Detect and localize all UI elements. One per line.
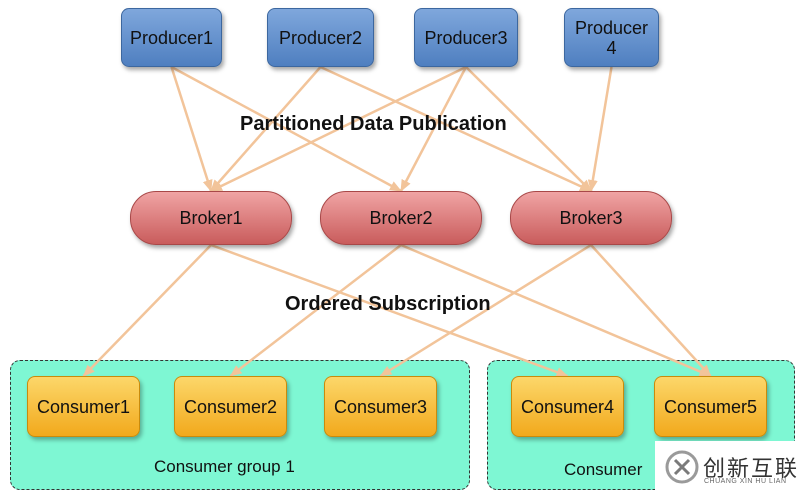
consumer5-label: Consumer5 (663, 396, 758, 417)
edge-p2-b1 (210, 66, 322, 192)
broker2-node[interactable]: Broker2 (320, 191, 482, 245)
consumer5-node[interactable]: Consumer5 (654, 376, 767, 437)
watermark-logo-icon (665, 450, 699, 484)
subscription-heading: Ordered Subscription (285, 293, 491, 315)
edge-b2-c5 (400, 243, 712, 378)
consumer3-node[interactable]: Consumer3 (324, 376, 437, 437)
producer4-label: Producer 4 (574, 17, 649, 58)
consumer2-label: Consumer2 (183, 396, 278, 417)
edge-p3-b3 (465, 66, 592, 192)
watermark: 创新互联 CHUANG XIN HU LIAN (655, 441, 800, 497)
consumer3-label: Consumer3 (333, 396, 428, 417)
producer1-node[interactable]: Producer1 (121, 8, 222, 67)
producer1-label: Producer1 (129, 27, 214, 48)
edge-p4-b3 (587, 66, 613, 192)
edge-b1-c1 (82, 244, 212, 377)
edge-p3-b2 (399, 66, 468, 192)
edge-b3-c5 (590, 244, 712, 377)
edge-b1-c4 (210, 243, 569, 378)
watermark-title: 创新互联 (703, 456, 800, 481)
consumer1-node[interactable]: Consumer1 (27, 376, 140, 437)
edge-p3-b1 (210, 65, 467, 193)
edge-p2-b3 (319, 65, 592, 193)
publication-heading: Partitioned Data Publication (240, 113, 507, 135)
broker1-node[interactable]: Broker1 (130, 191, 292, 245)
edge-p1-b1 (170, 66, 213, 192)
watermark-subtitle: CHUANG XIN HU LIAN (704, 478, 787, 485)
consumer-group-2-label: Consumer (564, 460, 643, 479)
broker2-label: Broker2 (369, 208, 433, 228)
broker1-label: Broker1 (179, 208, 243, 228)
producer3-label: Producer3 (424, 27, 508, 48)
consumer4-node[interactable]: Consumer4 (511, 376, 624, 437)
edge-b2-c2 (229, 244, 402, 377)
producer2-node[interactable]: Producer2 (267, 8, 374, 67)
broker3-node[interactable]: Broker3 (510, 191, 672, 245)
broker3-label: Broker3 (559, 208, 623, 228)
edge-b3-c3 (379, 243, 592, 378)
producer3-node[interactable]: Producer3 (414, 8, 518, 67)
producer2-label: Producer2 (278, 27, 363, 48)
edge-p1-b2 (170, 65, 402, 193)
consumer1-label: Consumer1 (36, 396, 131, 417)
consumer4-label: Consumer4 (520, 396, 615, 417)
consumer2-node[interactable]: Consumer2 (174, 376, 287, 437)
producer4-node[interactable]: Producer 4 (564, 8, 659, 67)
consumer-group-1-label: Consumer group 1 (154, 457, 295, 476)
